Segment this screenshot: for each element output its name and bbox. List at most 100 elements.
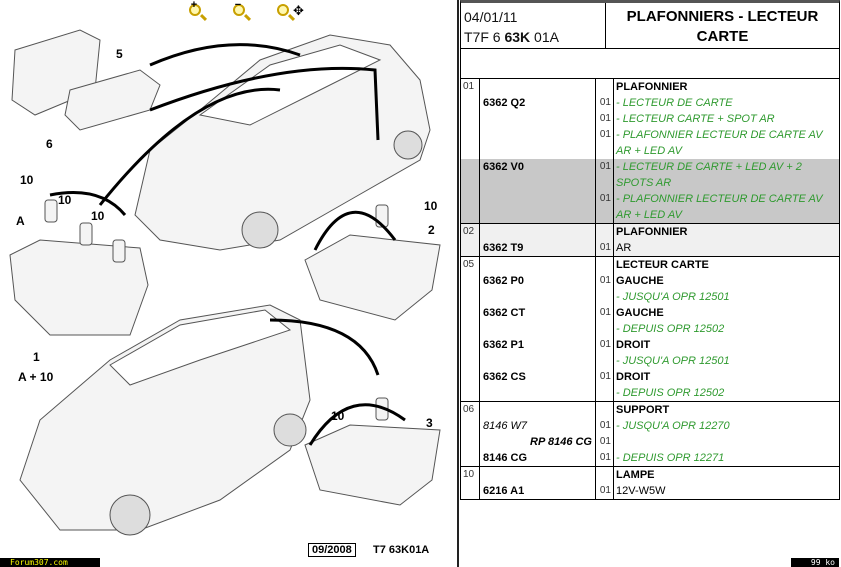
front-lamp-drawing (9, 239, 149, 336)
table-row[interactable]: - DEPUIS OPR 12502 (461, 321, 839, 337)
parts-table-panel: 04/01/11 T7F 6 63K 01A PLAFONNIERS - LEC… (460, 0, 841, 567)
quantity-cell: 01 (596, 337, 614, 353)
part-number-cell: 6362 CS (480, 369, 596, 385)
quantity-cell: 01 (596, 450, 614, 466)
table-row[interactable]: AR + LED AV (461, 143, 839, 159)
move-icon: ✥ (293, 3, 304, 18)
ref-cell (461, 175, 480, 191)
callout-10: 10 (20, 173, 34, 187)
ref-cell: 02 (461, 224, 480, 240)
description-cell: - DEPUIS OPR 12502 (616, 323, 725, 335)
zoom-in-icon: + (190, 0, 198, 11)
quantity-cell (596, 175, 614, 191)
callout-3: 3 (426, 416, 433, 430)
table-row[interactable]: - JUSQU'A OPR 12501 (461, 353, 839, 369)
ref-cell (461, 483, 480, 499)
part-number-cell (480, 207, 596, 223)
ref-cell (461, 321, 480, 337)
description-cell: GAUCHE (616, 275, 664, 287)
ref-cell: 01 (461, 79, 480, 95)
quantity-cell: 01 (596, 191, 614, 207)
quantity-cell: 01 (596, 95, 614, 111)
quantity-cell (596, 321, 614, 337)
quantity-cell: 01 (596, 418, 614, 434)
table-row[interactable]: 01 PLAFONNIER (461, 79, 839, 95)
part-number-cell: 6362 CT (480, 305, 596, 321)
magnifier-icon (277, 4, 289, 16)
zoom-in-button[interactable]: + (185, 0, 213, 22)
callout-10: 10 (91, 209, 105, 223)
quantity-cell (596, 289, 614, 305)
header-date: 04/01/11 (464, 9, 518, 25)
callout-10: 10 (424, 199, 438, 213)
description-cell: AR (616, 242, 632, 254)
table-row[interactable]: 01- LECTEUR CARTE + SPOT AR (461, 111, 839, 127)
right-lamp-drawing (304, 234, 441, 321)
table-row[interactable]: - JUSQU'A OPR 12501 (461, 289, 839, 305)
description-cell: - LECTEUR DE CARTE (616, 97, 733, 109)
callout-1: 1 (33, 350, 40, 364)
description-cell (614, 434, 839, 450)
description-cell: LECTEUR CARTE (616, 259, 709, 271)
part-number-cell (480, 257, 596, 273)
description-cell: SUPPORT (616, 404, 670, 416)
ref-cell (461, 95, 480, 111)
part-number-cell (480, 289, 596, 305)
part-number-cell (480, 175, 596, 191)
part-number-cell (480, 143, 596, 159)
table-row[interactable]: SPOTS AR (461, 175, 839, 191)
part-number-cell (480, 467, 596, 483)
table-row[interactable]: 01- PLAFONNIER LECTEUR DE CARTE AV (461, 127, 839, 143)
quantity-cell (596, 467, 614, 483)
table-row[interactable]: AR + LED AV (461, 207, 839, 223)
description-cell: PLAFONNIER (616, 81, 688, 93)
zoom-out-button[interactable]: − (229, 0, 257, 22)
table-row[interactable]: 01- PLAFONNIER LECTEUR DE CARTE AV (461, 191, 839, 207)
description-cell: - JUSQU'A OPR 12501 (616, 291, 730, 303)
part-number-cell: 8146 CG (480, 450, 596, 466)
diagram-panel: + − ✥ 5 6 10 10 (0, 0, 459, 567)
pan-button[interactable]: ✥ (273, 2, 304, 22)
description-cell: GAUCHE (616, 307, 664, 319)
description-cell: - PLAFONNIER LECTEUR DE CARTE AV (616, 129, 823, 141)
table-row[interactable]: - DEPUIS OPR 12502 (461, 385, 839, 401)
description-cell: - PLAFONNIER LECTEUR DE CARTE AV (616, 193, 823, 205)
part-number-cell (480, 385, 596, 401)
site-watermark: Forum307.com (0, 558, 100, 567)
quantity-cell: 01 (596, 127, 614, 143)
file-size: 99 ko (791, 558, 839, 567)
part-number-cell (480, 127, 596, 143)
quantity-cell (596, 257, 614, 273)
quantity-cell (596, 143, 614, 159)
ref-cell (461, 159, 480, 175)
part-number-cell (480, 402, 596, 418)
header-code: T7F 6 63K 01A (464, 29, 559, 45)
part-number-cell (480, 353, 596, 369)
ref-cell (461, 337, 480, 353)
quantity-cell: 01 (596, 159, 614, 175)
quantity-cell: 01 (596, 369, 614, 385)
quantity-cell: 01 (596, 434, 614, 450)
ref-cell (461, 353, 480, 369)
description-cell: - LECTEUR DE CARTE + LED AV + 2 (616, 161, 802, 173)
